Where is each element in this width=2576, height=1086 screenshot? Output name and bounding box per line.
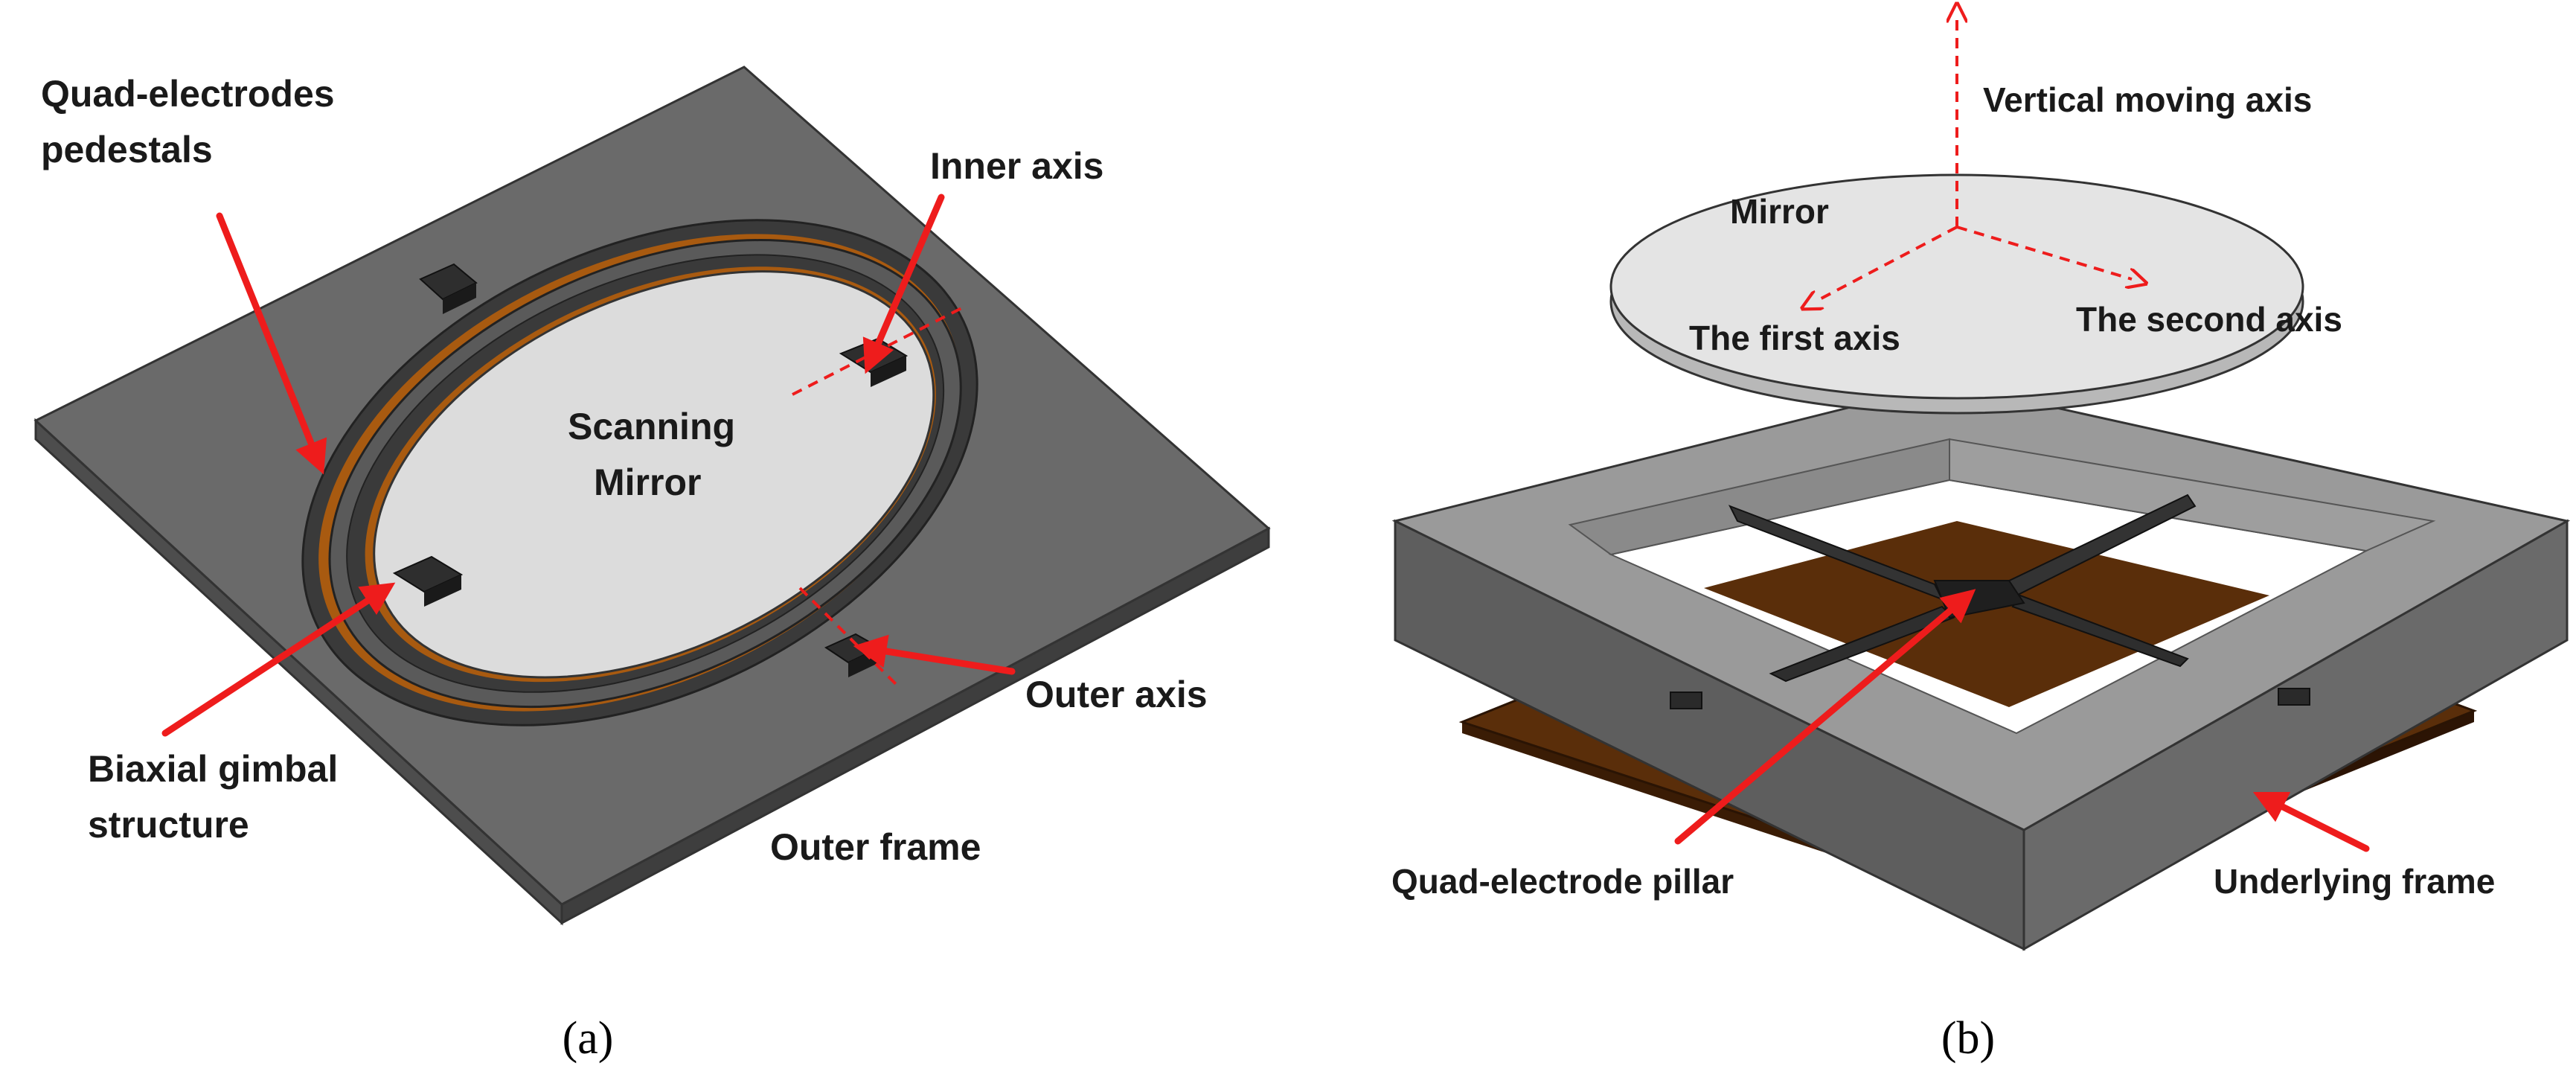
underlying-block-right <box>2278 688 2310 706</box>
mirror-label-2: Mirror <box>594 461 701 503</box>
pedestals-label-2: pedestals <box>41 129 213 170</box>
second-axis-label: The second axis <box>2076 300 2342 339</box>
pillar-arrow <box>1674 589 1976 845</box>
mirror-label: Mirror <box>1730 192 1829 231</box>
outer-axis-label: Outer axis <box>1025 674 1208 715</box>
first-axis-label: The first axis <box>1689 319 1900 357</box>
outer-frame-label: Outer frame <box>770 826 981 868</box>
inner-axis-label: Inner axis <box>930 145 1103 187</box>
gimbal-arrow <box>161 582 396 737</box>
inner-axis-arrow <box>862 194 945 374</box>
outer-axis-arrow <box>853 634 1016 675</box>
axis-block-top <box>419 263 478 314</box>
caption-a: (a) <box>563 1013 614 1064</box>
vertical-axis-label: Vertical moving axis <box>1983 80 2312 119</box>
mirror-disk <box>1609 173 2304 415</box>
gimbal-label-2: structure <box>88 804 249 846</box>
second-axis-dashed <box>1956 226 2132 279</box>
axis-block-left <box>392 555 464 607</box>
pedestals-arrow <box>216 212 327 475</box>
first-axis-dashed <box>1816 226 1958 301</box>
underlying-frame-label: Underlying frame <box>2214 862 2495 901</box>
pillar-label: Quad-electrode pillar <box>1391 862 1734 901</box>
gimbal-label-1: Biaxial gimbal <box>88 748 338 790</box>
caption-b: (b) <box>1941 1013 1995 1064</box>
outer-axis-line <box>798 587 902 690</box>
quad-electrode-pillar <box>1728 494 2197 683</box>
underlying-arrow <box>2252 791 2370 852</box>
panel-b: Vertical moving axis Mirror The first ax… <box>1391 19 2571 1064</box>
panel-a: Quad-electrodes pedestals Inner axis Sca… <box>33 66 1271 1064</box>
underlying-block-left <box>1670 691 1702 709</box>
mirror-label-1: Scanning <box>568 406 735 447</box>
pedestals-label-1: Quad-electrodes <box>41 73 335 115</box>
